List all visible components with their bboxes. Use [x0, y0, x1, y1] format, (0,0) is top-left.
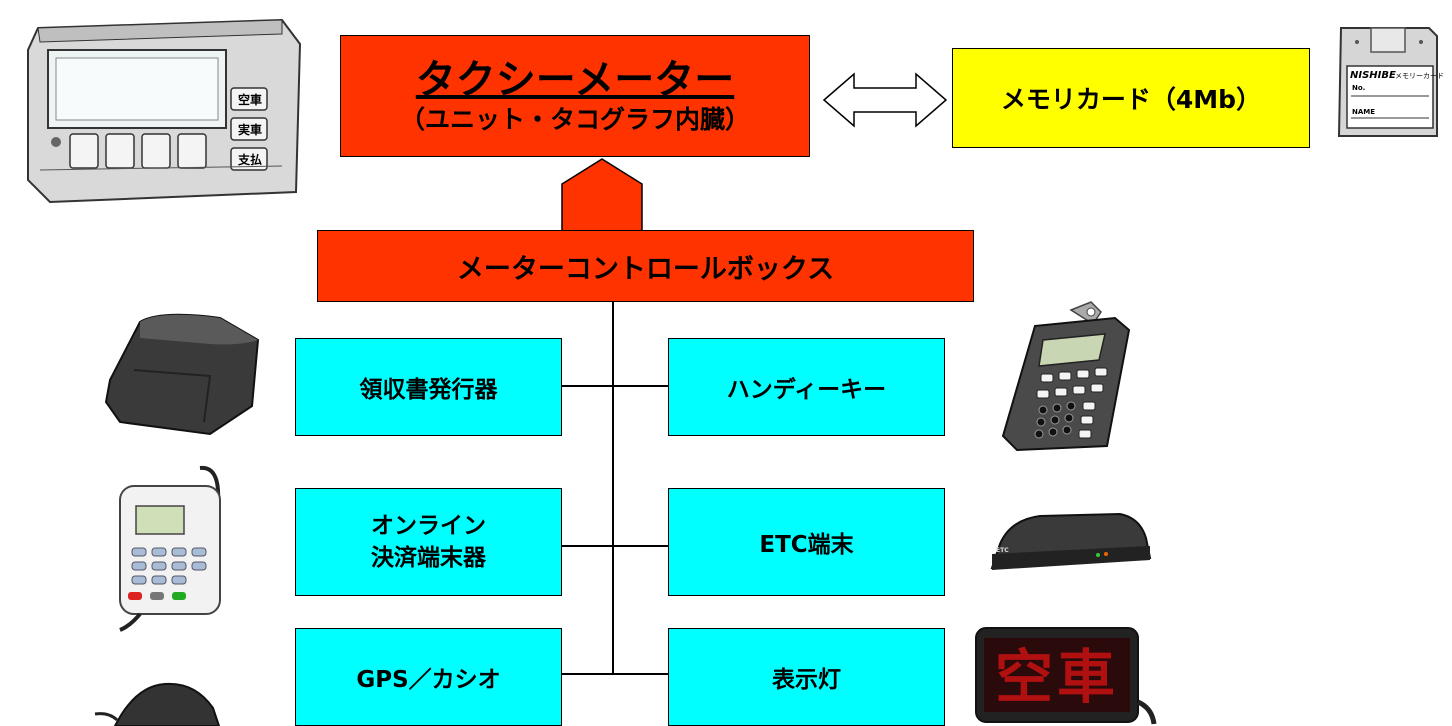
led-sign-image: [975, 627, 1157, 725]
etc-terminal-box: ETC端末: [668, 488, 945, 596]
online-payment-line-2: 決済端末器: [371, 545, 486, 571]
receipt-printer-box: 領収書発行器: [295, 338, 562, 436]
etc-terminal-image: [990, 512, 1152, 570]
bidirectional-arrow-icon: [822, 72, 948, 128]
gps-box: GPS／カシオ: [295, 628, 562, 726]
connector-line-3: [561, 673, 669, 675]
etc-device-label: ETC: [996, 547, 1009, 554]
handy-key-image: [1001, 301, 1131, 452]
taxi-meter-device-image: [27, 18, 302, 204]
meter-button-1: 空車: [237, 93, 262, 107]
card-field-name: NAME: [1352, 108, 1376, 116]
taximeter-title: タクシーメーター: [415, 57, 735, 103]
control-box: メーターコントロールボックス: [317, 230, 974, 302]
meter-button-3: 支払: [237, 153, 262, 167]
led-sign-text: 空車: [994, 643, 1119, 711]
online-payment-line-1: オンライン: [371, 513, 486, 539]
receipt-printer-image: [104, 313, 260, 436]
memory-card-image: [1337, 27, 1438, 137]
memory-card-box: メモリカード（4Mb）: [952, 48, 1310, 148]
online-payment-terminal-box: オンライン 決済端末器: [295, 488, 562, 596]
card-brand: NISHIBE: [1350, 70, 1396, 81]
up-arrow-icon: [561, 158, 643, 235]
bus-vertical-line: [612, 302, 614, 674]
taximeter-subtitle: （ユニット・タコグラフ内臓）: [399, 105, 750, 134]
card-field-no: No.: [1352, 84, 1366, 92]
taximeter-box: タクシーメーター （ユニット・タコグラフ内臓）: [340, 35, 810, 157]
indicator-lamp-box: 表示灯: [668, 628, 945, 726]
handy-key-box: ハンディーキー: [668, 338, 945, 436]
card-subtitle: メモリーカード: [1395, 72, 1444, 80]
connector-line-2: [561, 545, 669, 547]
payment-terminal-image: [119, 465, 221, 632]
connector-line-1: [561, 385, 669, 387]
gps-antenna-image: [94, 682, 221, 726]
meter-button-2: 実車: [237, 123, 262, 137]
